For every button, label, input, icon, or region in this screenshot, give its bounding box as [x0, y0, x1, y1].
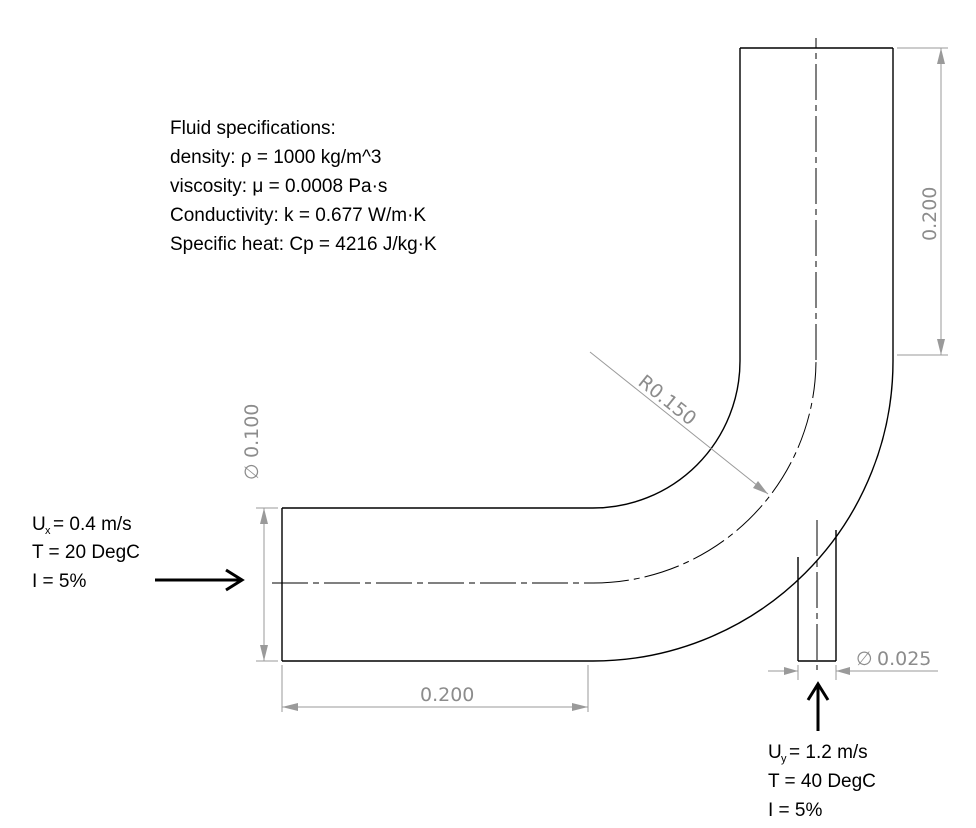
branch-inlet-intensity: I = 5% — [768, 800, 822, 821]
centerlines — [272, 38, 818, 670]
branch-inlet-arrowhead — [806, 681, 830, 701]
bend-outer-wall — [592, 360, 894, 662]
branch-inlet-velocity-subscript: y — [781, 753, 787, 765]
main-inlet-arrowhead — [225, 568, 245, 592]
branch-inlet-velocity-value: = 1.2 m/s — [789, 742, 868, 763]
fluid-spec-density: density: ρ = 1000 kg/m^3 — [170, 147, 381, 168]
main-inlet-velocity-value: = 0.4 m/s — [53, 514, 132, 535]
vertical-length-label: 0.200 — [919, 187, 941, 241]
pipe-outline — [281, 47, 894, 662]
dim-branch-diameter: ∅ 0.025 — [768, 648, 938, 680]
branch-diameter-label: 0.025 — [877, 648, 931, 670]
horizontal-length-label: 0.200 — [420, 684, 474, 706]
fluid-specifications: Fluid specifications: density: ρ = 1000 … — [170, 118, 437, 255]
dim-main-diameter: ∅ 0.100 — [241, 404, 278, 662]
dim-vertical-length: 0.200 — [897, 47, 948, 356]
bend-radius-label: R0.150 — [634, 371, 701, 430]
branch-inlet-conditions: U y = 1.2 m/s T = 40 DegC I = 5% — [768, 681, 876, 821]
fluid-spec-title: Fluid specifications: — [170, 118, 336, 139]
main-inlet-velocity-symbol: U — [32, 514, 46, 535]
main-diameter-label: 0.100 — [241, 404, 263, 458]
bend-inner-wall — [592, 360, 741, 509]
branch-diameter-symbol: ∅ — [856, 648, 873, 670]
dim-horizontal-length: 0.200 — [281, 665, 589, 712]
dim-bend-radius: R0.150 — [589, 351, 769, 495]
main-diameter-symbol: ∅ — [241, 463, 263, 480]
branch-inlet-velocity-symbol: U — [768, 742, 782, 763]
branch-inlet-temperature: T = 40 DegC — [768, 771, 876, 792]
fluid-spec-conductivity: Conductivity: k = 0.677 W/m·K — [170, 205, 426, 226]
main-inlet-velocity-subscript: x — [45, 525, 51, 537]
fluid-spec-viscosity: viscosity: μ = 0.0008 Pa·s — [170, 176, 387, 197]
fluid-spec-specific-heat: Specific heat: Cp = 4216 J/kg·K — [170, 234, 437, 255]
main-inlet-intensity: I = 5% — [32, 571, 86, 592]
main-inlet-conditions: U x = 0.4 m/s T = 20 DegC I = 5% — [32, 514, 245, 592]
bend-centerline — [592, 359, 817, 584]
main-inlet-temperature: T = 20 DegC — [32, 542, 140, 563]
